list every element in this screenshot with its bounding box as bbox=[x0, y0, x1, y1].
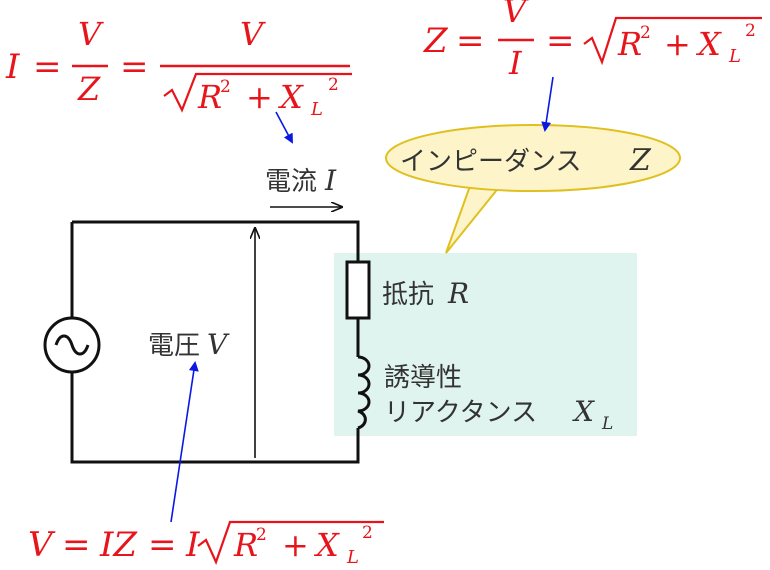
svg-text:X: X bbox=[277, 78, 304, 116]
svg-text:=: = bbox=[33, 47, 62, 87]
impedance-highlight-box bbox=[334, 253, 637, 436]
pointer-arrow-voltage bbox=[170, 361, 199, 523]
svg-text:インピーダンス: インピーダンス bbox=[400, 147, 581, 177]
svg-text:2: 2 bbox=[640, 23, 651, 43]
svg-text:=: = bbox=[62, 525, 91, 565]
svg-text:L: L bbox=[728, 46, 741, 67]
svg-text:2: 2 bbox=[220, 77, 231, 97]
svg-text:I: I bbox=[324, 164, 337, 197]
pointer-arrows bbox=[170, 76, 554, 523]
svg-text:=: = bbox=[120, 47, 149, 87]
svg-text:Z: Z bbox=[77, 70, 101, 108]
svg-text:+: + bbox=[246, 78, 273, 116]
impedance-bubble-label: インピーダンス Z bbox=[400, 143, 652, 178]
svg-text:I: I bbox=[508, 44, 523, 82]
ac-source-icon bbox=[43, 316, 101, 374]
impedance-formula: Z = V I = R 2 + X L 2 bbox=[423, 0, 762, 82]
inductor-label: 誘導性 リアクタンス X L bbox=[384, 363, 613, 434]
svg-text:I: I bbox=[5, 47, 20, 87]
pointer-arrow-impedance bbox=[541, 76, 554, 132]
circuit-wires bbox=[70, 220, 360, 464]
svg-text:電流: 電流 bbox=[265, 167, 317, 197]
svg-text:誘導性: 誘導性 bbox=[384, 363, 462, 393]
svg-text:電圧: 電圧 bbox=[148, 331, 200, 361]
current-label: 電流 I bbox=[265, 164, 337, 197]
svg-text:Z: Z bbox=[423, 21, 449, 61]
svg-text:2: 2 bbox=[362, 523, 373, 543]
svg-text:+: + bbox=[282, 526, 309, 564]
svg-text:L: L bbox=[346, 547, 359, 568]
svg-text:抵抗: 抵抗 bbox=[382, 280, 434, 310]
svg-text:IZ: IZ bbox=[99, 525, 138, 565]
svg-text:R: R bbox=[197, 78, 222, 116]
svg-text:R: R bbox=[617, 25, 642, 63]
resistor-label: 抵抗 R bbox=[382, 277, 469, 310]
resistor-symbol bbox=[345, 260, 371, 320]
svg-text:リアクタンス: リアクタンス bbox=[384, 398, 537, 428]
current-formula: I = V Z = V R 2 + X L 2 bbox=[5, 15, 352, 120]
svg-text:=: = bbox=[148, 525, 177, 565]
svg-text:X: X bbox=[313, 526, 340, 564]
voltage-formula: V = IZ = I R 2 + X L 2 bbox=[28, 520, 384, 568]
voltage-label: 電圧 V bbox=[148, 328, 230, 361]
svg-text:R: R bbox=[447, 277, 469, 310]
svg-text:L: L bbox=[310, 99, 323, 120]
svg-text:2: 2 bbox=[256, 525, 267, 545]
svg-text:I: I bbox=[185, 525, 200, 565]
pointer-arrow-current bbox=[275, 111, 293, 144]
svg-text:V: V bbox=[240, 15, 266, 53]
svg-text:V: V bbox=[78, 15, 104, 53]
svg-text:V: V bbox=[503, 0, 529, 30]
svg-text:=: = bbox=[456, 21, 485, 61]
svg-text:2: 2 bbox=[745, 21, 756, 41]
svg-text:L: L bbox=[601, 414, 613, 434]
svg-text:R: R bbox=[233, 526, 258, 564]
svg-text:X: X bbox=[572, 395, 595, 428]
svg-text:2: 2 bbox=[328, 75, 339, 95]
svg-text:V: V bbox=[28, 525, 56, 565]
svg-text:=: = bbox=[546, 21, 575, 61]
svg-text:+: + bbox=[664, 25, 691, 63]
svg-text:X: X bbox=[695, 25, 722, 63]
inductor-coil-icon bbox=[357, 355, 371, 430]
svg-text:V: V bbox=[207, 328, 230, 361]
svg-text:Z: Z bbox=[629, 143, 652, 178]
impedance-callout bbox=[385, 124, 681, 254]
